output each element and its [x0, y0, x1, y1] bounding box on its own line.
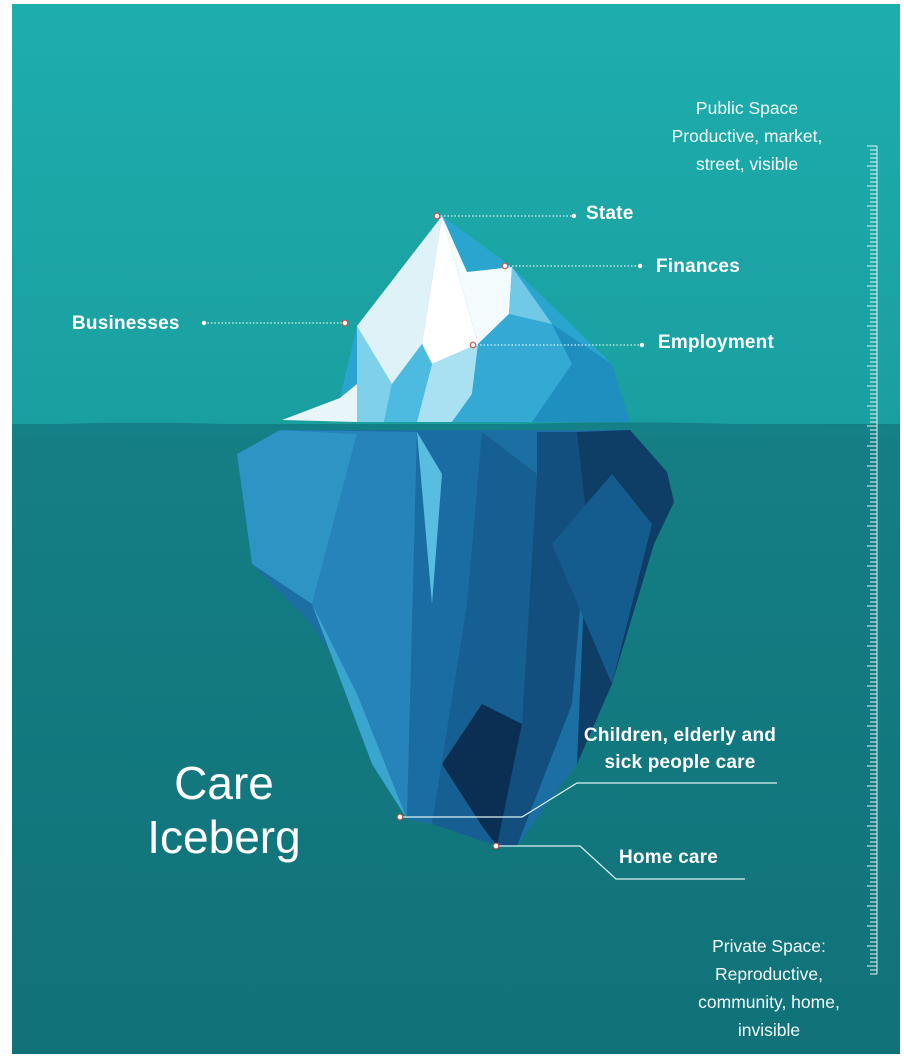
label-businesses: Businesses — [72, 313, 180, 334]
diagram-title: Care Iceberg — [124, 756, 324, 864]
leader-dots — [341, 212, 509, 850]
public-space-text: Public Space Productive, market, street,… — [652, 94, 842, 178]
infographic: Public Space Productive, market, street,… — [12, 4, 900, 1054]
private-space-line1: Reproductive, — [715, 964, 823, 984]
depth-scale-ruler — [867, 145, 878, 975]
public-space-line2: street, visible — [695, 154, 799, 174]
home-care-leader — [496, 845, 745, 880]
waterline — [12, 422, 900, 434]
title-line2: Iceberg — [147, 811, 301, 863]
label-finances: Finances — [656, 256, 740, 277]
label-care-line2: sick people care — [604, 752, 756, 773]
label-employment: Employment — [658, 332, 775, 353]
private-space-text: Private Space: Reproductive, community, … — [674, 932, 864, 1044]
iceberg-underwater — [237, 430, 674, 846]
public-space-heading: Public Space — [695, 98, 799, 118]
private-space-heading: Private Space: — [712, 936, 826, 956]
label-state: State — [586, 203, 634, 224]
private-space-line2: community, home, — [698, 992, 840, 1012]
label-care: Children, elderly and sick people care — [560, 722, 800, 776]
iceberg-scene — [12, 4, 900, 1054]
leader-ends — [201, 213, 645, 348]
private-space-line3: invisible — [737, 1020, 801, 1040]
iceberg-top — [282, 216, 630, 422]
public-space-line1: Productive, market, — [671, 126, 823, 146]
label-home-care: Home care — [619, 847, 718, 868]
care-leader — [400, 782, 777, 818]
title-line1: Care — [174, 757, 274, 809]
label-care-line1: Children, elderly and — [583, 725, 777, 746]
leader-lines — [204, 215, 777, 880]
